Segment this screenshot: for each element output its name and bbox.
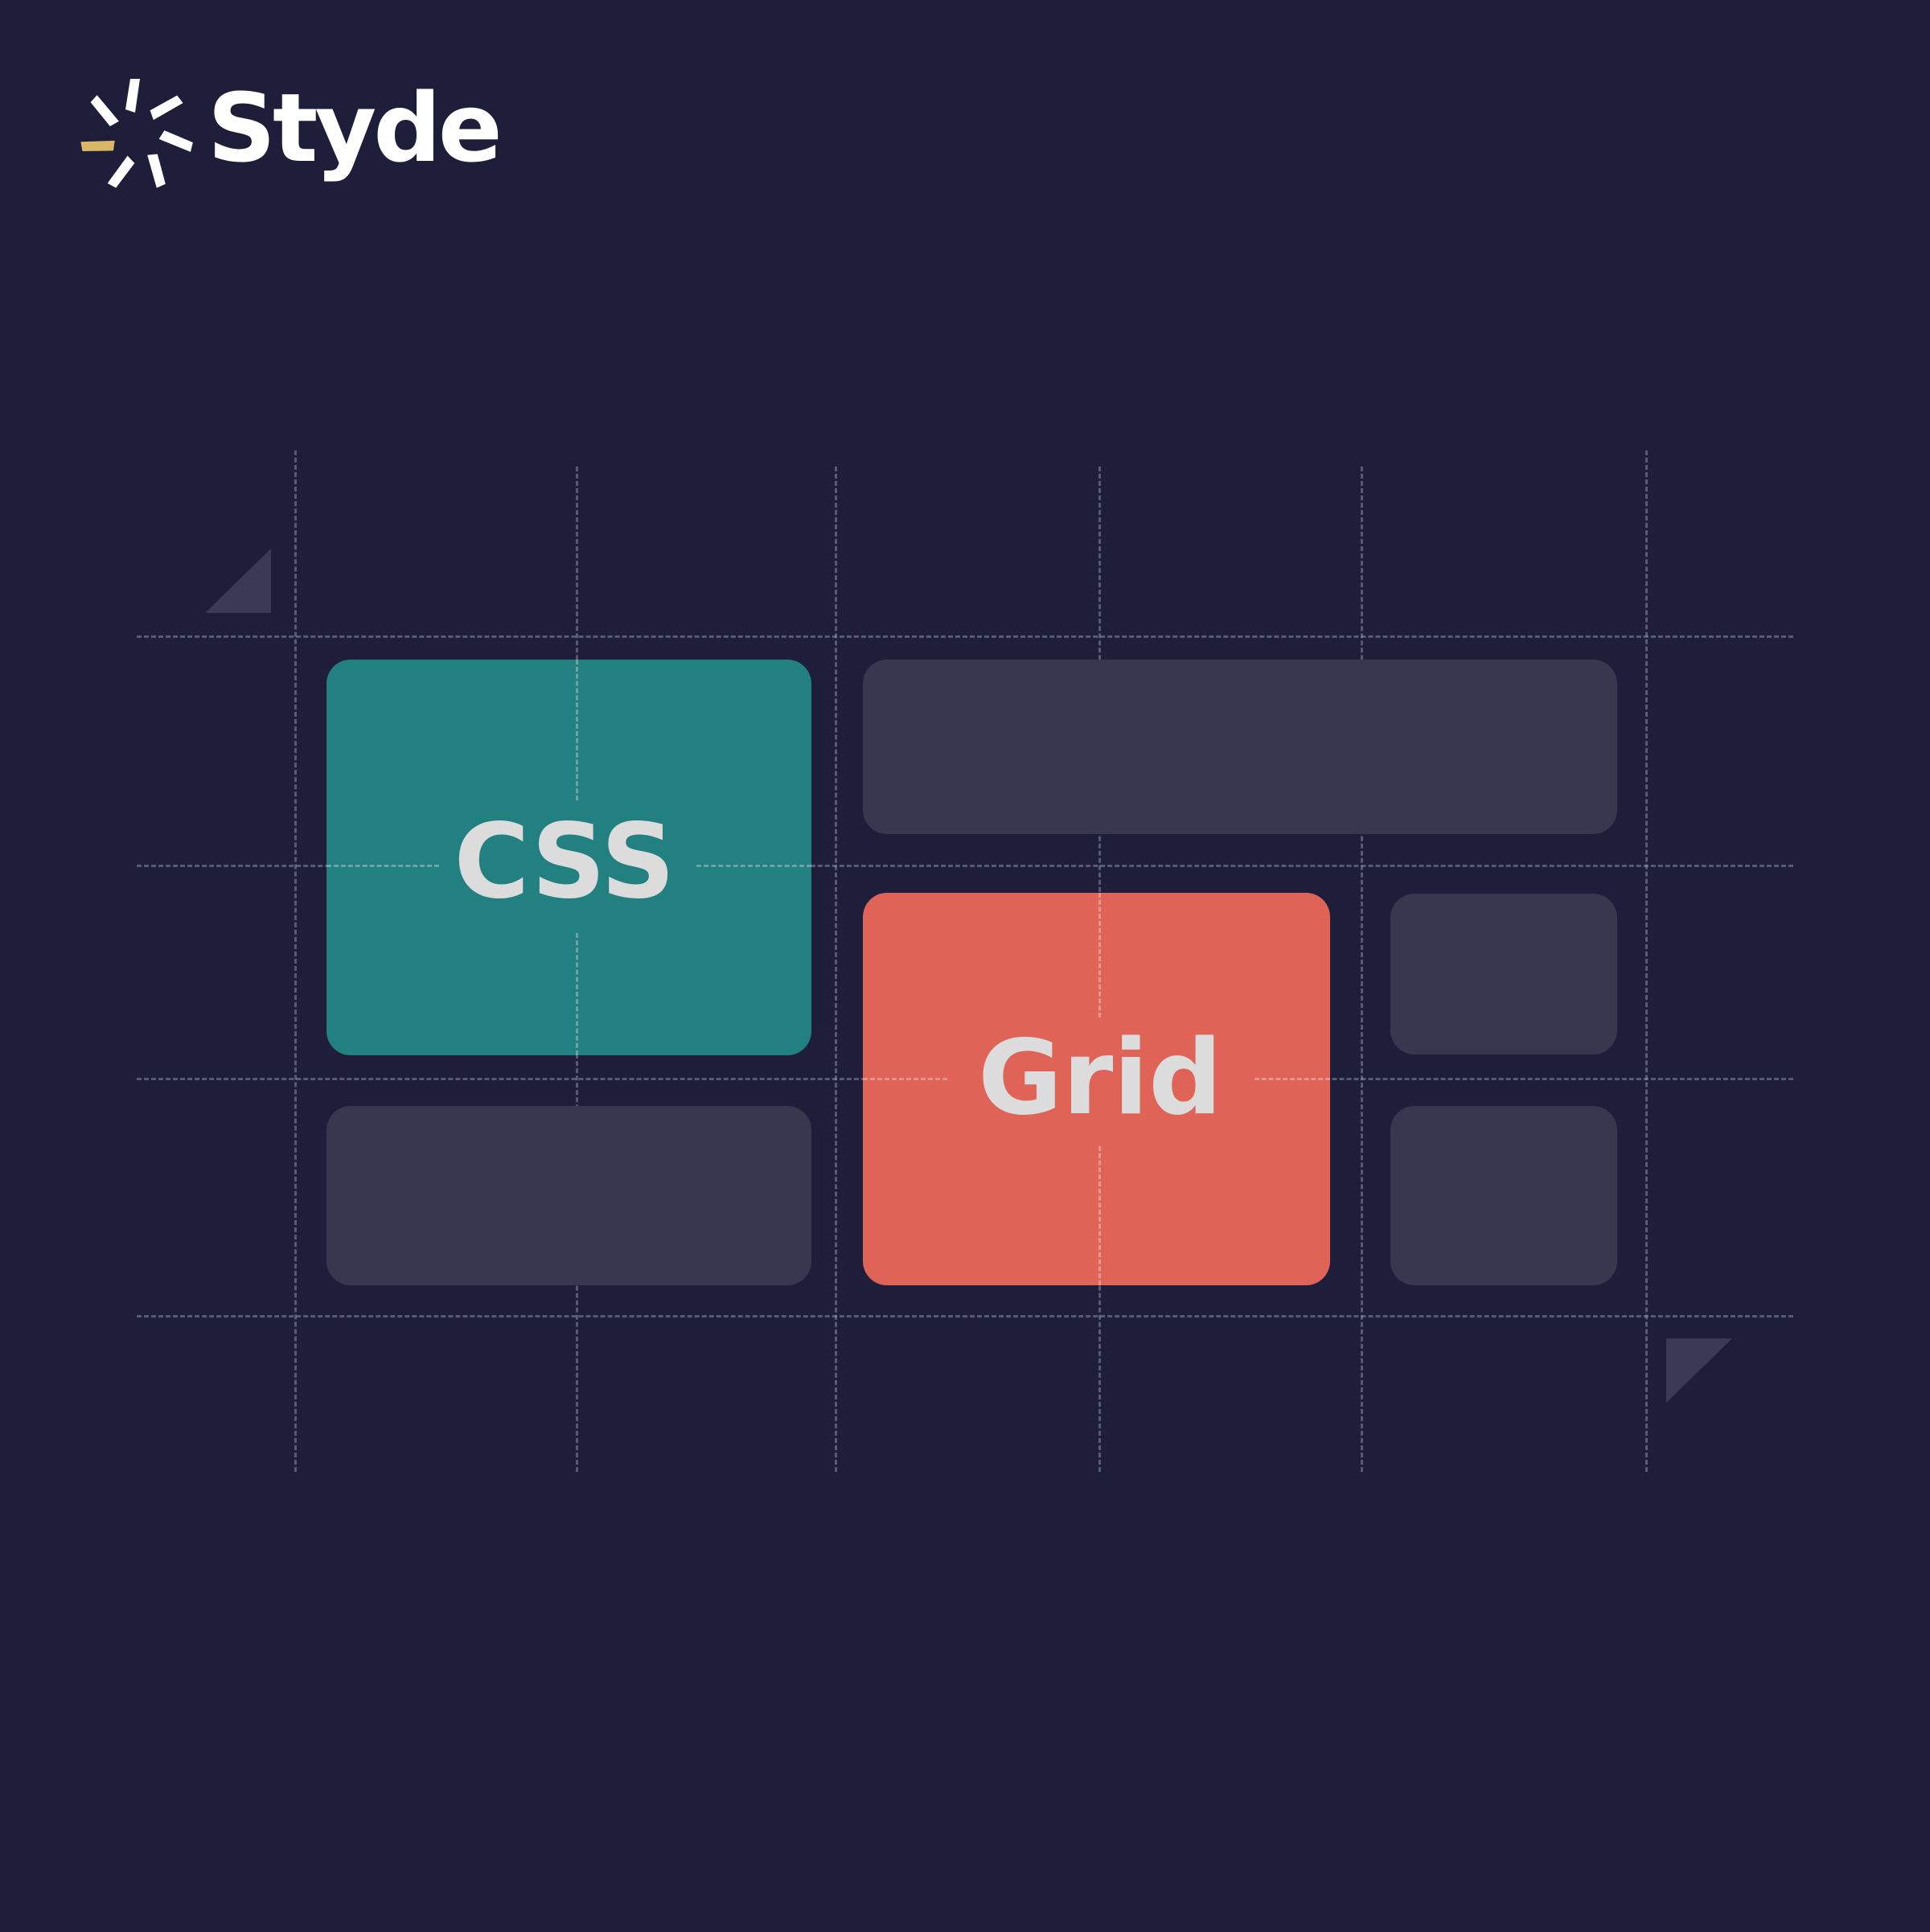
grid-line-vertical xyxy=(1361,467,1363,1472)
grid-line-horizontal xyxy=(137,635,1793,638)
grid-line-horizontal xyxy=(137,865,1793,867)
grid-cell-right-upper xyxy=(1390,894,1617,1054)
grid-line-vertical xyxy=(835,467,837,1472)
grid-line-overlay xyxy=(863,1078,947,1080)
grid-line-horizontal xyxy=(137,1315,1793,1317)
corner-triangle-icon xyxy=(205,549,271,613)
grid-line-overlay xyxy=(576,933,578,1055)
starburst-logo-icon xyxy=(80,79,193,188)
css-cell xyxy=(326,660,811,1055)
css-label: CSS xyxy=(454,802,676,922)
grid-line-overlay xyxy=(1098,1146,1101,1285)
grid-cell xyxy=(863,893,1330,1285)
grid-line-overlay xyxy=(576,660,578,800)
grid-cell-top-wide xyxy=(863,660,1617,834)
grid-line-vertical xyxy=(1645,450,1648,1472)
grid-line-overlay xyxy=(696,865,811,867)
grid-line-overlay xyxy=(1254,1078,1330,1080)
corner-triangle-icon xyxy=(1666,1338,1732,1403)
grid-line-vertical xyxy=(294,450,297,1472)
grid-cell-right-lower xyxy=(1390,1106,1617,1285)
brand-name: Styde xyxy=(207,72,503,183)
grid-line-overlay xyxy=(1098,893,1101,1017)
grid-cell-bottom-left xyxy=(326,1106,811,1285)
grid-line-overlay xyxy=(326,865,439,867)
grid-label: Grid xyxy=(978,1018,1222,1138)
